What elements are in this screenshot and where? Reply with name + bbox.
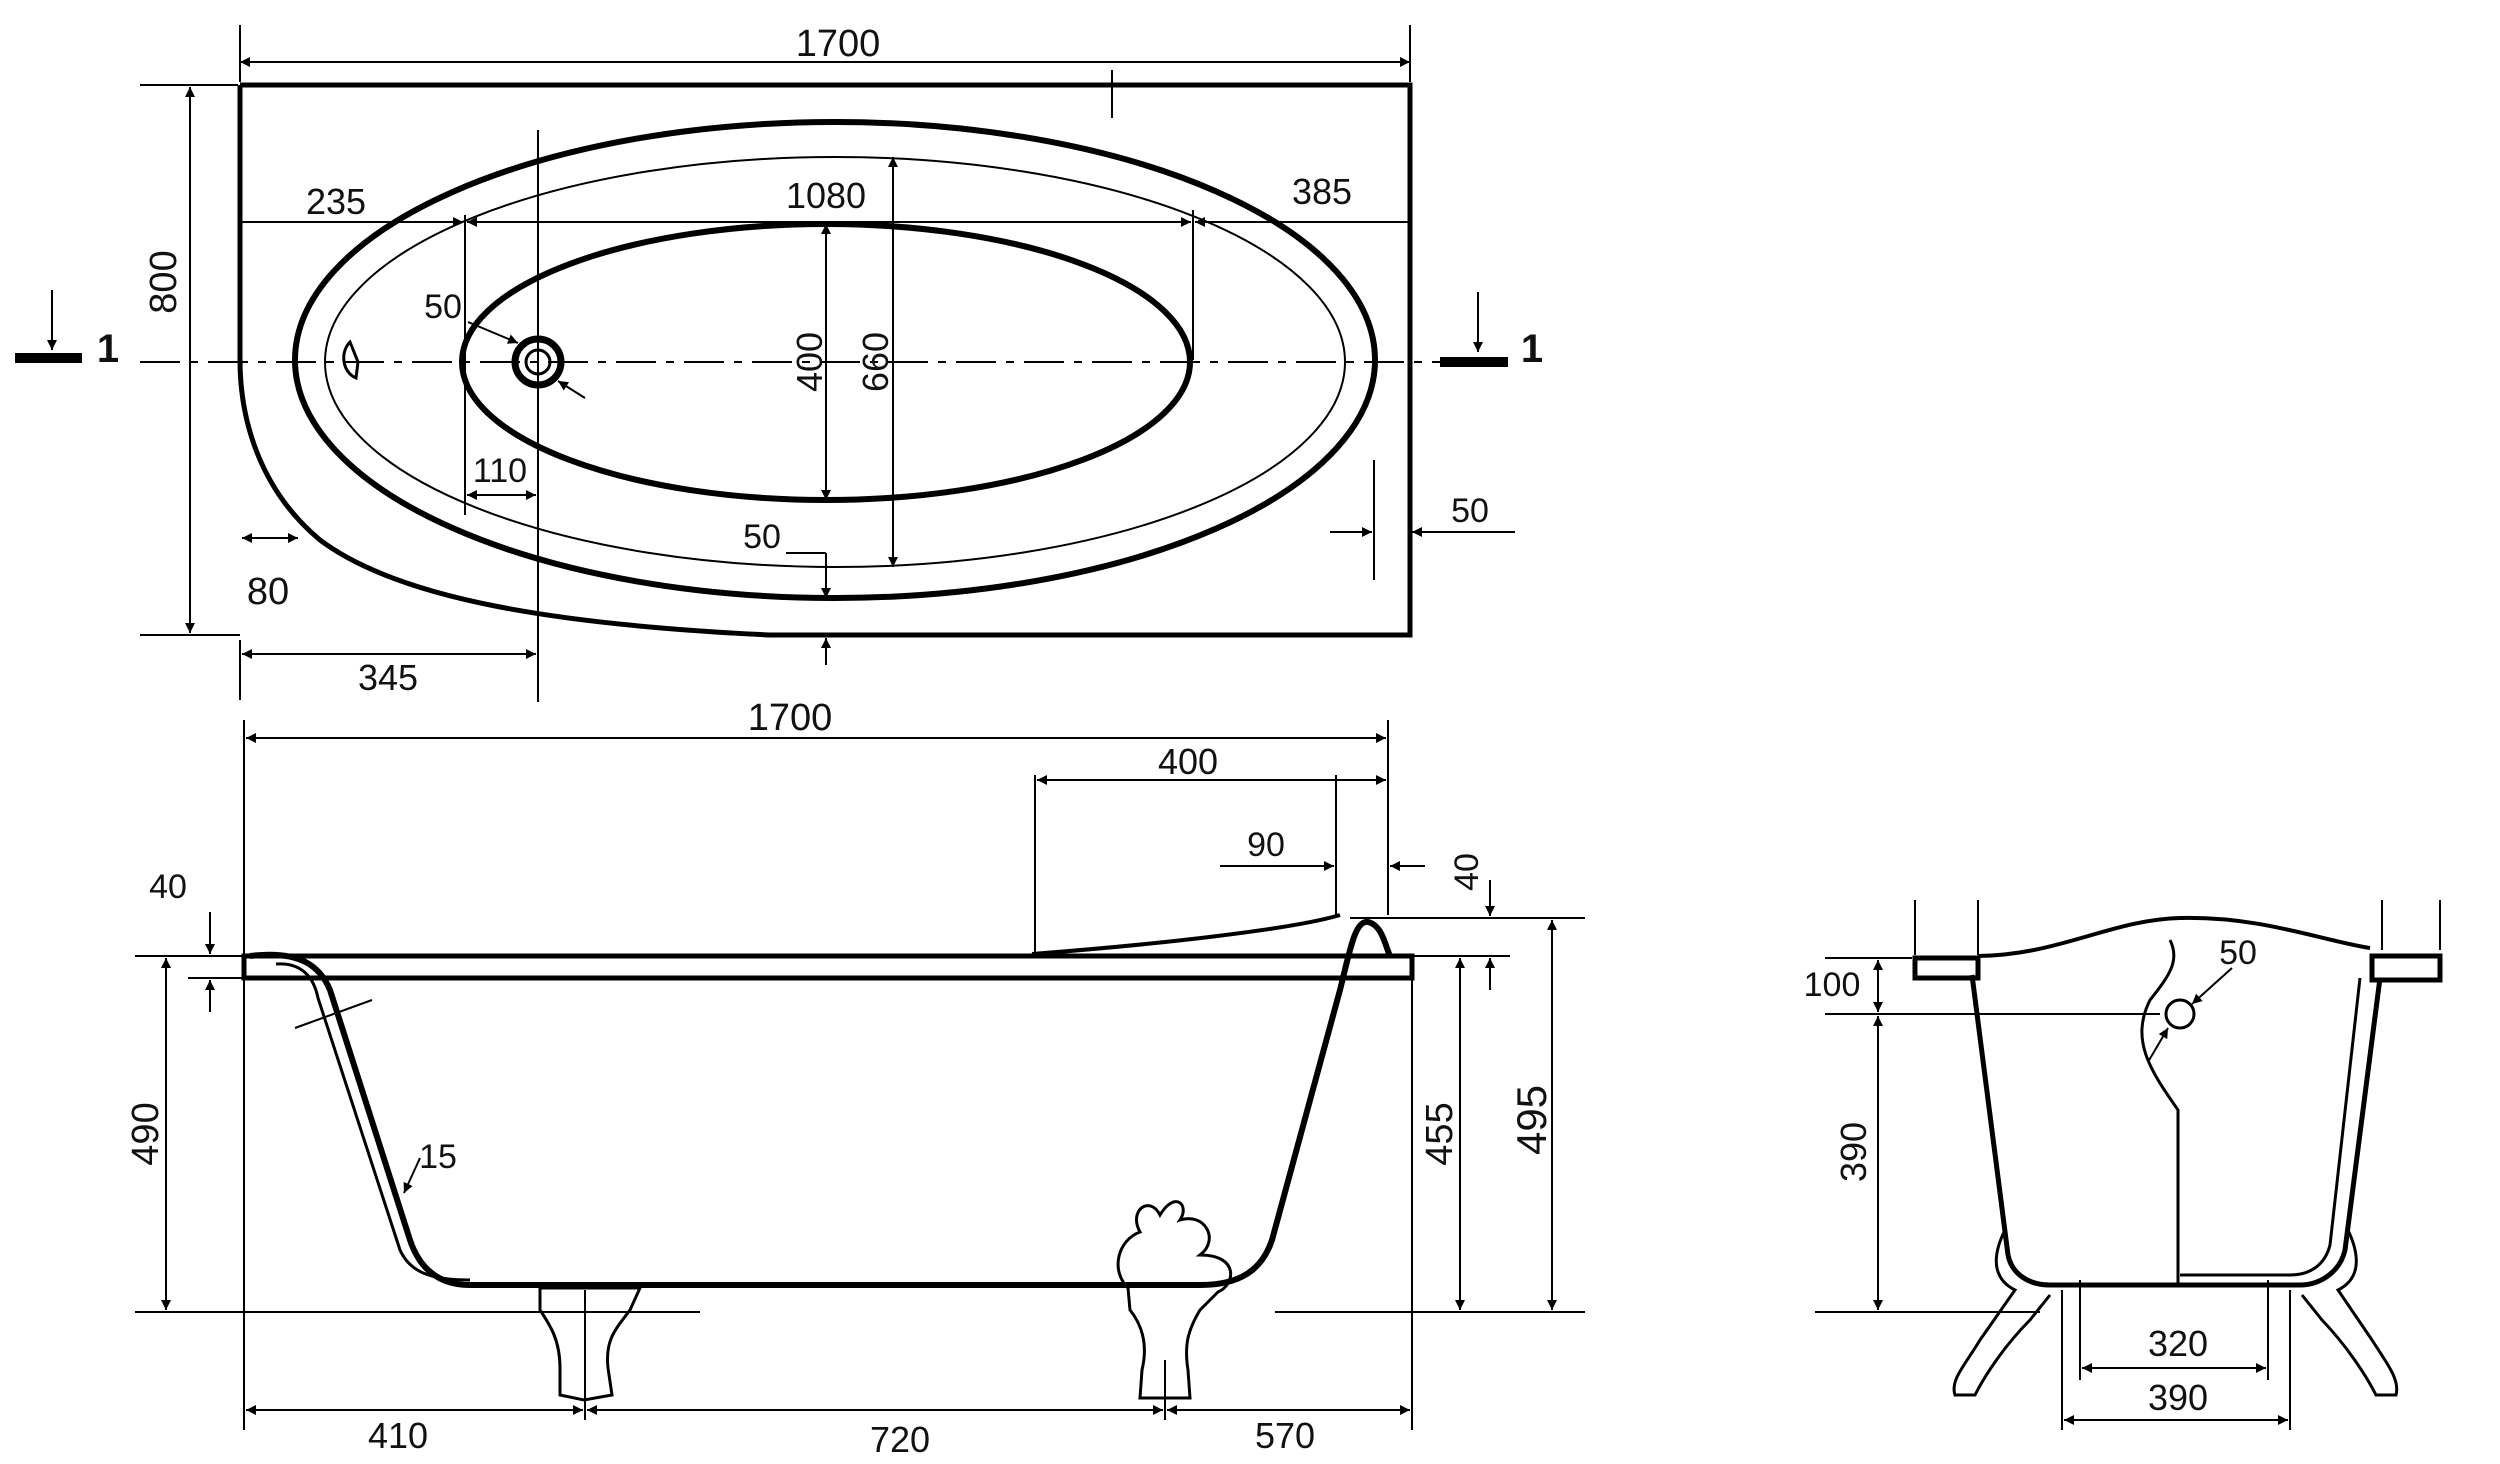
dim-label-235: 235 <box>306 181 366 222</box>
dim-label-660: 660 <box>855 332 896 392</box>
dim-label-400-side: 400 <box>1158 741 1218 782</box>
end-rim <box>1912 953 2443 983</box>
dim-label-15: 15 <box>419 1138 457 1176</box>
dim-line-15 <box>403 1157 421 1194</box>
foot-right <box>1116 1200 1233 1400</box>
dim-label-720: 720 <box>870 1419 930 1460</box>
dim-label-110: 110 <box>473 452 527 490</box>
drain-leader <box>467 321 519 344</box>
dim-label-1700-side: 1700 <box>748 697 833 739</box>
end-leg-left <box>1952 1229 2052 1397</box>
side-rim <box>241 953 1415 981</box>
dim-label-345: 345 <box>358 657 418 698</box>
dim-label-320: 320 <box>2148 1323 2208 1364</box>
side-view: 1700 400 90 40 40 490 15 455 <box>125 697 1585 1460</box>
dim-label-40-right: 40 <box>1448 853 1486 891</box>
dim-label-drain-50: 50 <box>424 288 462 326</box>
dim-label-570: 570 <box>1255 1415 1315 1456</box>
dim-label-490: 490 <box>125 1102 167 1165</box>
dim-label-100: 100 <box>1804 966 1861 1004</box>
dim-label-390-vert: 390 <box>1833 1122 1874 1182</box>
end-drain-icon <box>2164 998 2196 1030</box>
end-tub-body <box>1969 974 2383 1288</box>
rim-inner-ellipse <box>324 156 1346 568</box>
end-backrest-curve <box>1977 915 2371 958</box>
dim-label-90: 90 <box>1247 826 1285 864</box>
dim-label-right-50: 50 <box>1451 492 1489 530</box>
section-mark-right: 1 <box>1440 292 1543 371</box>
top-outline <box>237 82 1413 638</box>
backrest-curve <box>1031 913 1341 956</box>
section-label-left: 1 <box>97 327 119 371</box>
foot-left <box>538 1286 643 1402</box>
dim-label-410: 410 <box>368 1415 428 1456</box>
dim-line-drain-end <box>2191 967 2233 1005</box>
dim-label-400: 400 <box>789 332 830 392</box>
dim-label-1700-top: 1700 <box>796 23 881 65</box>
end-leg-right <box>2300 1229 2399 1397</box>
top-view: 1700 800 235 1080 385 50 400 660 110 50 <box>15 23 1543 702</box>
dim-label-495: 495 <box>1508 1085 1555 1155</box>
rim-outer-ellipse <box>292 119 1378 601</box>
dim-label-40-left: 40 <box>149 868 187 906</box>
overflow-outlet <box>342 339 360 381</box>
section-mark-left: 1 <box>15 290 119 371</box>
dim-label-rim-50: 50 <box>743 518 781 556</box>
dim-label-390-base: 390 <box>2148 1377 2208 1418</box>
dim-label-1080: 1080 <box>786 175 866 216</box>
end-section-profile <box>2140 939 2180 1285</box>
dim-label-800: 800 <box>143 250 185 313</box>
dim-label-455: 455 <box>1419 1102 1461 1165</box>
dim-label-drain-end: 50 <box>2219 934 2257 972</box>
dim-label-80: 80 <box>247 571 289 613</box>
section-label-right: 1 <box>1521 327 1543 371</box>
side-tub-body <box>249 919 1393 1288</box>
end-view: 100 50 390 320 390 <box>1804 900 2443 1430</box>
dim-label-385: 385 <box>1292 171 1352 212</box>
